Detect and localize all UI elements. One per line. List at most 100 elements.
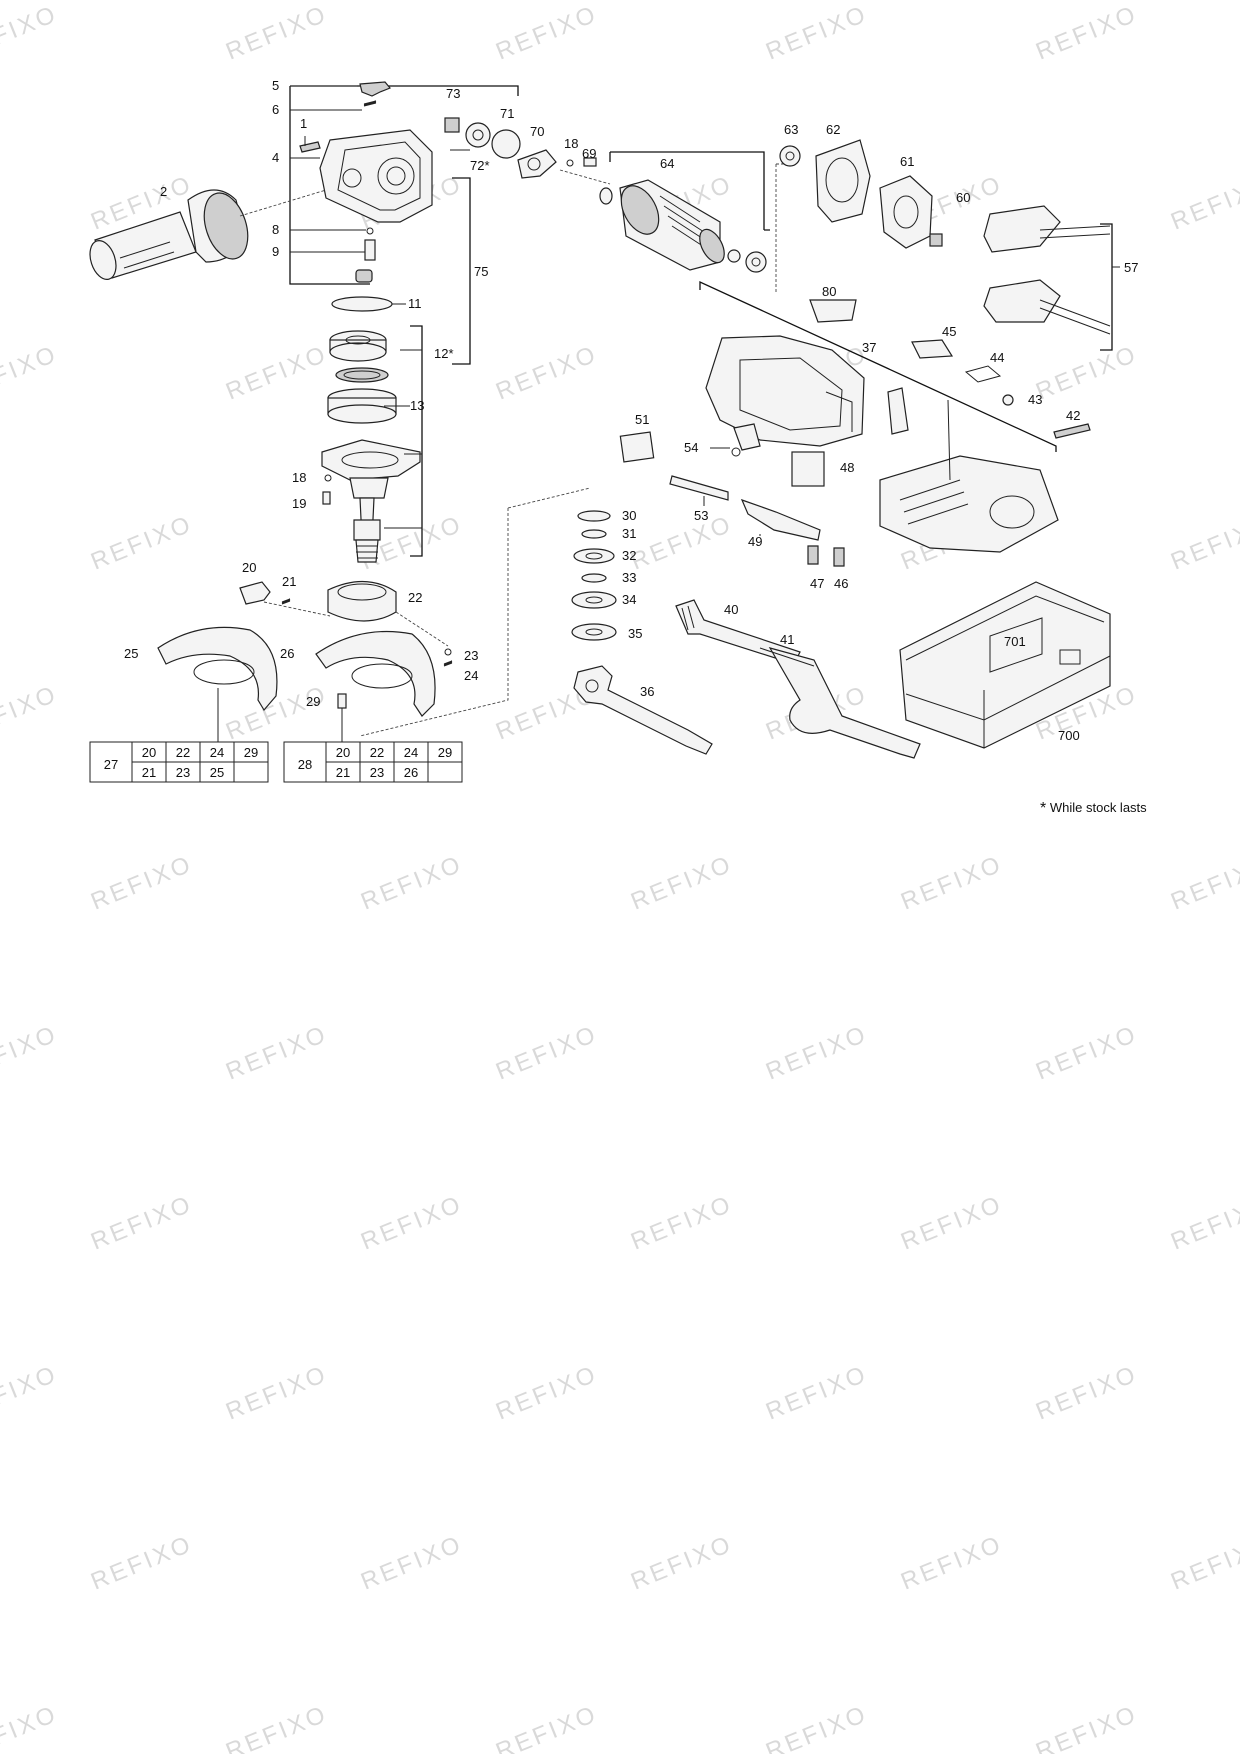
fan-baffle <box>815 139 871 223</box>
part-label-42: 42 <box>1066 408 1080 423</box>
guard-group <box>157 580 453 742</box>
kit-27-part: 25 <box>210 765 224 780</box>
part-label-53: 53 <box>694 508 708 523</box>
screw <box>299 141 321 153</box>
switch-lever <box>740 498 821 541</box>
watermark: REFIXO <box>1032 1700 1142 1754</box>
lever <box>239 581 271 605</box>
part-label-73: 73 <box>446 86 460 101</box>
watermark: REFIXO <box>897 1190 1007 1255</box>
watermark: REFIXO <box>222 1360 332 1425</box>
ring <box>581 573 607 583</box>
field-coil-upper <box>983 205 1061 253</box>
part-label-9: 9 <box>272 244 279 259</box>
kit-number-28: 28 <box>298 757 312 772</box>
clip <box>929 233 943 247</box>
o-ring <box>331 296 393 312</box>
screw <box>337 693 347 709</box>
watermark: REFIXO <box>897 1530 1007 1595</box>
part-label-1: 1 <box>300 116 307 131</box>
part-label-48: 48 <box>840 460 854 475</box>
part-label-5: 5 <box>272 78 279 93</box>
watermark: REFIXO <box>1167 1190 1240 1255</box>
kit-28-part: 21 <box>336 765 350 780</box>
bearing <box>573 548 615 564</box>
watermark: REFIXO <box>897 850 1007 915</box>
spindle-lock-button <box>359 81 391 97</box>
part-label-75: 75 <box>474 264 488 279</box>
kit-28-part: 26 <box>404 765 418 780</box>
ring <box>566 159 574 167</box>
part-label-13: 13 <box>410 398 424 413</box>
accessories-group <box>675 581 1111 759</box>
watermark: REFIXO <box>492 1700 602 1754</box>
part-label-22: 22 <box>408 590 422 605</box>
part-label-18b: 18 <box>292 470 306 485</box>
watermark: REFIXO <box>1167 170 1240 235</box>
kit-27-part: 24 <box>210 745 224 760</box>
part-label-35: 35 <box>628 626 642 641</box>
footnote-mark: * <box>1040 800 1047 817</box>
bracket-75 <box>452 177 471 365</box>
screw <box>583 157 597 167</box>
switch <box>733 423 761 451</box>
motor-housing-group <box>699 280 1091 553</box>
watermark: REFIXO <box>87 1190 197 1255</box>
watermark: REFIXO <box>0 340 62 405</box>
part-label-62: 62 <box>826 122 840 137</box>
kit-table-27 <box>89 741 269 783</box>
part-label-41: 41 <box>780 632 794 647</box>
motor-housing <box>705 335 865 447</box>
part-label-44: 44 <box>990 350 1004 365</box>
part-label-46: 46 <box>834 576 848 591</box>
switch-actuator <box>911 339 954 359</box>
part-label-12: 12* <box>434 346 454 361</box>
watermark: REFIXO <box>627 1190 737 1255</box>
part-label-37: 37 <box>862 340 876 355</box>
kit-28-part: 20 <box>336 745 350 760</box>
ball <box>444 648 452 656</box>
stator-group <box>775 139 1120 351</box>
part-label-43: 43 <box>1028 392 1042 407</box>
electronic-module <box>791 451 825 487</box>
screw <box>322 491 331 505</box>
ring <box>324 474 332 482</box>
part-label-33: 33 <box>622 570 636 585</box>
part-label-51: 51 <box>635 412 649 427</box>
spindle-group <box>321 296 423 563</box>
part-label-25: 25 <box>124 646 138 661</box>
part-label-11: 11 <box>408 296 422 311</box>
watermark: REFIXO <box>0 680 62 745</box>
part-label-63: 63 <box>784 122 798 137</box>
kit-27-part: 20 <box>142 745 156 760</box>
kit-27-part: 22 <box>176 745 190 760</box>
part-label-69: 69 <box>582 146 596 161</box>
kit-28-part: 22 <box>370 745 384 760</box>
screw <box>1053 423 1091 439</box>
capacitor <box>619 431 655 463</box>
part-label-57: 57 <box>1124 260 1138 275</box>
watermark: REFIXO <box>357 1190 467 1255</box>
face-spanner <box>573 665 713 755</box>
watermark: REFIXO <box>627 1530 737 1595</box>
side-handle <box>89 189 249 280</box>
part-label-32: 32 <box>622 548 636 563</box>
part-label-8: 8 <box>272 222 279 237</box>
kit-27-part: 21 <box>142 765 156 780</box>
watermark: REFIXO <box>87 1530 197 1595</box>
part-label-47: 47 <box>810 576 824 591</box>
part-label-701: 701 <box>1004 634 1026 649</box>
inner-flange <box>571 591 617 609</box>
part-label-36: 36 <box>640 684 654 699</box>
bearing <box>465 122 491 148</box>
field-coil-lower <box>983 279 1061 323</box>
bevel-gear <box>491 129 521 159</box>
spring <box>443 660 453 667</box>
terminal <box>833 547 845 567</box>
footnote: * While stock lasts <box>1040 800 1147 818</box>
fan-guide <box>879 175 933 249</box>
wheel-guard-b <box>315 630 436 717</box>
part-label-18a: 18 <box>564 136 578 151</box>
